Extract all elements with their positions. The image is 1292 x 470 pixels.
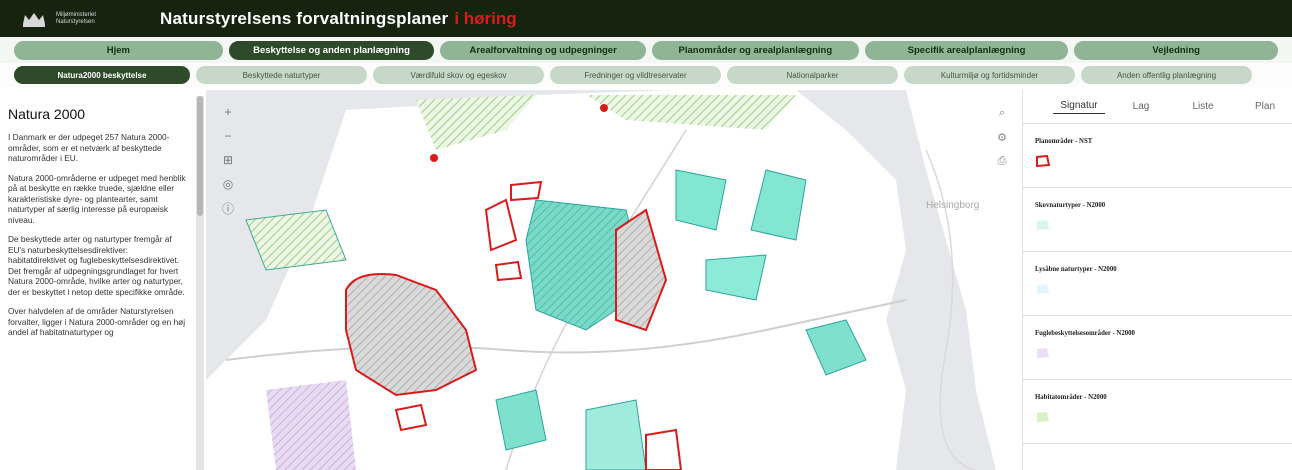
forest-area[interactable] [705, 254, 767, 301]
crown-icon [23, 12, 45, 27]
agency-name: Naturstyrelsen [56, 18, 95, 25]
nav-tab-arealforvaltning[interactable]: Arealforvaltning og udpegninger [440, 40, 646, 60]
sidebar-paragraph: Over halvdelen af de områder Naturstyrel… [8, 306, 186, 337]
legend-panel: Signatur Lag Liste Plan Planområder - NS… [1022, 90, 1292, 470]
planning-point[interactable] [430, 154, 438, 162]
forest-area[interactable] [585, 399, 647, 470]
legend-item: Habitatområder - N2000 [1023, 380, 1292, 444]
planning-area-symbol-icon [1036, 154, 1051, 168]
map-controls-right: ⌕ ⚙ ⎙ [988, 104, 1016, 170]
habitat-area[interactable] [245, 209, 347, 271]
legend-item: Lysåbne naturtyper - N2000 [1023, 252, 1292, 316]
legend-label: Habitatområder - N2000 [1035, 394, 1107, 401]
nav-tab-vejledning[interactable]: Vejledning [1074, 40, 1279, 60]
layers-icon[interactable]: ⊞ [222, 153, 234, 167]
map-view[interactable]: Helsingborg [206, 90, 1020, 470]
planning-area[interactable] [645, 428, 683, 470]
zoom-out-icon[interactable]: − [224, 129, 232, 143]
legend-item: Planområder - NST [1023, 124, 1292, 188]
legend-item: Fuglebeskyttelsesområder - N2000 [1023, 316, 1292, 380]
secondary-nav: Natura2000 beskyttelse Beskyttede naturt… [0, 63, 1292, 87]
legend-label: Lysåbne naturtyper - N2000 [1035, 266, 1117, 273]
page-title: Naturstyrelsens forvaltningsplaner [160, 8, 449, 28]
gear-icon[interactable]: ⚙ [997, 131, 1007, 144]
sidebar-title: Natura 2000 [8, 106, 86, 122]
land-sweden [906, 90, 1020, 470]
legend-label: Planområder - NST [1035, 138, 1093, 145]
planning-area[interactable] [494, 260, 523, 282]
search-icon[interactable]: ⌕ [998, 106, 1006, 119]
ministry-name: Miljøministeriet [56, 11, 97, 18]
bird-protection-area[interactable] [266, 380, 356, 470]
planning-area[interactable] [394, 403, 428, 432]
nav-tab-specifik[interactable]: Specifik arealplanlægning [864, 40, 1069, 60]
nav-tab-hjem[interactable]: Hjem [14, 40, 223, 60]
forest-area[interactable] [675, 169, 727, 231]
tab-signatur[interactable]: Signatur [1053, 100, 1105, 114]
tab-liste[interactable]: Liste [1192, 101, 1214, 112]
print-icon[interactable]: ⎙ [997, 154, 1007, 167]
subnav-tab-fredninger[interactable]: Fredninger og vildtreservater [550, 66, 721, 84]
zoom-in-icon[interactable]: + [224, 105, 232, 119]
map-canvas[interactable]: Helsingborg [206, 90, 1020, 470]
bird-area-symbol-icon [1037, 348, 1049, 358]
subnav-tab-naturtyper[interactable]: Beskyttede naturtyper [196, 66, 367, 84]
subnav-tab-kulturmiljoe[interactable]: Kulturmiljø og fortidsminder [904, 66, 1075, 84]
forest-area[interactable] [495, 389, 547, 451]
top-bar: Miljøministeriet Naturstyrelsen Natursty… [0, 0, 1292, 37]
info-icon[interactable]: ⓘ [221, 201, 234, 216]
planning-area[interactable] [510, 180, 543, 202]
subnav-tab-anden[interactable]: Anden offentlig planlægning [1081, 66, 1252, 84]
map-place-label: Helsingborg [926, 200, 979, 211]
ministry-logo[interactable]: Miljøministeriet Naturstyrelsen [0, 0, 150, 37]
planning-area[interactable] [345, 273, 478, 397]
forest-area[interactable] [750, 169, 807, 241]
planning-point[interactable] [600, 104, 608, 112]
locate-icon[interactable]: ◎ [222, 177, 234, 191]
sidebar-paragraph: Natura 2000-områderne er udpeget med hen… [8, 172, 186, 225]
legend-item: Skovnaturtyper - N2000 [1023, 188, 1292, 252]
open-nature-symbol-icon [1037, 284, 1049, 294]
habitat-area[interactable] [416, 95, 536, 150]
forest-area[interactable] [805, 319, 867, 376]
tab-plan[interactable]: Plan [1254, 101, 1275, 112]
subnav-tab-skov[interactable]: Værdifuld skov og egeskov [373, 66, 544, 84]
legend-label: Fuglebeskyttelsesområder - N2000 [1035, 330, 1135, 337]
habitat-area[interactable] [586, 95, 796, 130]
habitat-symbol-icon [1037, 412, 1049, 422]
road [925, 149, 977, 470]
status-label: i høring [454, 8, 517, 28]
ministry-text: Miljøministeriet Naturstyrelsen [56, 12, 126, 26]
subnav-tab-natura2000[interactable]: Natura2000 beskyttelse [14, 66, 190, 84]
primary-nav: Hjem Beskyttelse og anden planlægning Ar… [0, 37, 1292, 63]
legend-label: Skovnaturtyper - N2000 [1035, 202, 1106, 209]
map-controls-left: + − ⊞ ◎ ⓘ [212, 102, 244, 218]
forest-symbol-icon [1037, 220, 1049, 230]
sidebar-paragraph: I Danmark er der udpeget 257 Natura 2000… [8, 132, 170, 163]
sidebar-scrollbar[interactable] [196, 96, 204, 470]
info-sidebar: Natura 2000 I Danmark er der udpeget 257… [0, 96, 196, 470]
nav-tab-planomraader[interactable]: Planområder og arealplanlægning [652, 40, 859, 60]
legend-tabs: Signatur Lag Liste Plan [1023, 90, 1292, 124]
tab-lag[interactable]: Lag [1132, 101, 1150, 112]
subnav-tab-nationalparker[interactable]: Nationalparker [727, 66, 898, 84]
planning-area[interactable] [484, 198, 518, 252]
sidebar-paragraph: De beskyttede arter og naturtyper fremgå… [8, 234, 185, 297]
planning-area[interactable] [615, 208, 668, 332]
nav-tab-beskyttelse[interactable]: Beskyttelse og anden planlægning [228, 40, 435, 60]
road [225, 299, 907, 361]
sidebar-scrollbar-thumb[interactable] [197, 96, 203, 216]
